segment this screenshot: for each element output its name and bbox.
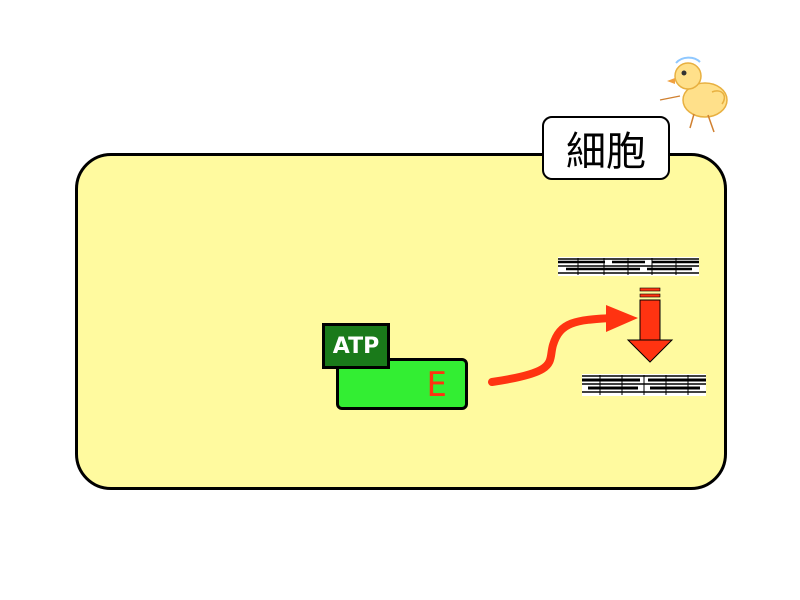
- enzyme-label: E: [426, 365, 447, 405]
- chick-icon: [659, 56, 728, 133]
- cell-label-text: 細胞: [566, 129, 646, 175]
- filament-relaxed: [558, 257, 699, 276]
- filament-contracted: [582, 374, 706, 396]
- atp-label: ATP: [332, 333, 380, 359]
- down-arrow: [626, 287, 674, 363]
- atp-box: ATP: [322, 323, 390, 369]
- cell-label: 細胞: [542, 116, 670, 180]
- curved-arrow: [488, 305, 638, 386]
